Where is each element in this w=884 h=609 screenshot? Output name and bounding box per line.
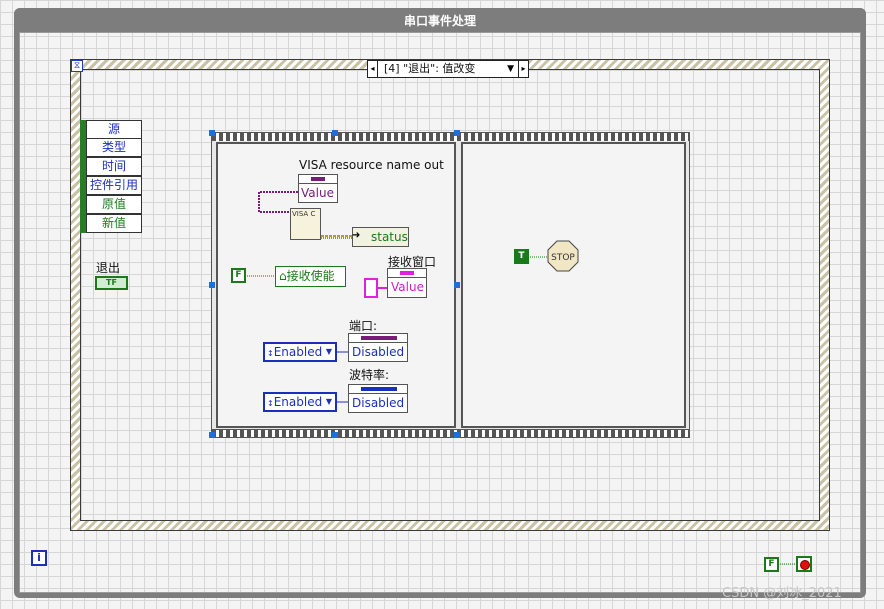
watermark: CSDN @刘冰_2021 <box>722 586 842 601</box>
chevron-down-icon[interactable]: ▼ <box>325 397 332 406</box>
chevron-down-icon[interactable]: ▼ <box>325 347 332 356</box>
string-constant[interactable] <box>364 278 378 298</box>
quit-label: 退出 <box>96 261 121 275</box>
selection-handle[interactable] <box>454 130 460 136</box>
visa-close-icon[interactable]: VISA C <box>290 208 321 240</box>
baud-ring-value: Enabled <box>273 395 323 409</box>
recv-enable-label: 接收使能 <box>286 269 335 283</box>
selection-handle[interactable] <box>209 432 215 438</box>
property-node-header <box>299 175 337 184</box>
visa-value: Value <box>301 186 334 200</box>
sequence-frame-2[interactable] <box>461 142 686 428</box>
event-data-item[interactable]: 原值 <box>86 195 142 214</box>
hourglass-icon[interactable]: ⧖ <box>71 60 83 72</box>
event-data-node-handle[interactable] <box>80 120 86 233</box>
window-title: 串口事件处理 <box>14 8 866 32</box>
baud-value: Disabled <box>352 396 405 410</box>
port-value: Disabled <box>352 345 405 359</box>
port-label: 端口: <box>349 319 378 333</box>
baud-enum-constant[interactable]: ↕Enabled▼ <box>263 392 337 412</box>
stop-text: STOP <box>551 253 575 263</box>
status-label: status <box>371 230 408 244</box>
selection-handle[interactable] <box>209 282 215 288</box>
false-constant[interactable]: F <box>764 557 779 572</box>
chevron-down-icon[interactable]: ▼ <box>507 64 514 74</box>
property-node-header <box>349 334 407 343</box>
selection-handle[interactable] <box>454 432 460 438</box>
false-constant[interactable]: F <box>231 268 246 283</box>
baud-property-node[interactable]: Disabled <box>348 384 408 413</box>
block-diagram-area <box>19 32 861 593</box>
port-property-node[interactable]: Disabled <box>348 333 408 362</box>
recv-window-label: 接收窗口 <box>388 255 437 269</box>
status-indicator[interactable]: status <box>352 227 409 247</box>
visa-property-label: VISA resource name out <box>299 158 444 172</box>
event-case-selector[interactable]: ◂ [4] "退出": 值改变 ▼ ▸ <box>367 60 529 78</box>
quit-terminal[interactable]: TF <box>95 276 128 290</box>
selection-handle[interactable] <box>209 130 215 136</box>
true-constant[interactable]: T <box>514 249 529 264</box>
prev-case-icon[interactable]: ◂ <box>368 61 378 77</box>
event-case-label: [4] "退出": 值改变 <box>384 62 476 75</box>
property-node-header <box>388 269 426 278</box>
baud-label: 波特率: <box>349 368 390 382</box>
arrow-right-icon: ➜ <box>352 230 361 241</box>
stop-icon[interactable]: STOP <box>547 240 579 272</box>
port-enum-constant[interactable]: ↕Enabled▼ <box>263 342 337 362</box>
selection-handle[interactable] <box>454 282 460 288</box>
event-data-item[interactable]: 时间 <box>86 157 142 176</box>
event-data-item[interactable]: 类型 <box>86 138 142 157</box>
port-ring-value: Enabled <box>273 345 323 359</box>
property-node-header <box>349 385 407 394</box>
recv-window-property-node[interactable]: Value <box>387 268 427 298</box>
next-case-icon[interactable]: ▸ <box>518 61 528 77</box>
visa-icon-text: VISA C <box>292 210 316 218</box>
selection-handle[interactable] <box>332 130 338 136</box>
visa-property-node[interactable]: Value <box>298 174 338 203</box>
info-icon[interactable]: i <box>31 550 47 566</box>
event-data-item[interactable]: 控件引用 <box>86 176 142 195</box>
stop-terminal[interactable] <box>796 556 812 572</box>
recv-value: Value <box>391 280 424 294</box>
window-frame <box>14 8 866 598</box>
event-data-item[interactable]: 新值 <box>86 214 142 233</box>
home-icon: ⌂ <box>279 269 287 283</box>
recv-enable-local-variable[interactable]: ⌂接收使能 <box>275 266 346 287</box>
stop-dot-icon <box>800 560 810 570</box>
updown-icon: ↕ <box>267 349 274 358</box>
updown-icon: ↕ <box>267 399 274 408</box>
selection-handle[interactable] <box>332 432 338 438</box>
event-data-item[interactable]: 源 <box>86 120 142 139</box>
